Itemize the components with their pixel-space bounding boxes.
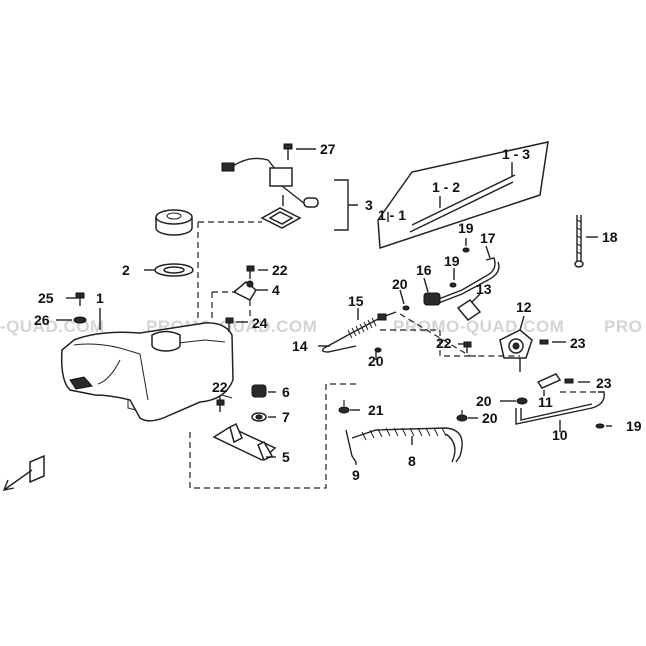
fuel-line-15 bbox=[347, 311, 397, 339]
fuel-cap bbox=[155, 209, 193, 236]
callout-labels: 27 1 - 3 1 - 2 1 - 1 3 18 19 17 2 22 4 1… bbox=[34, 141, 642, 483]
label-20a: 20 bbox=[392, 276, 408, 292]
label-2: 2 bbox=[122, 262, 130, 278]
screw-24 bbox=[225, 317, 234, 332]
clamp-19-b bbox=[449, 282, 457, 288]
washer-26 bbox=[73, 316, 87, 324]
leader-lines bbox=[56, 148, 612, 465]
group-bracket-3 bbox=[334, 179, 358, 231]
assembly-lines bbox=[189, 221, 598, 489]
tank-panel bbox=[377, 141, 549, 250]
clip-4 bbox=[232, 280, 257, 301]
label-1-3: 1 - 3 bbox=[502, 146, 530, 162]
lever-11 bbox=[536, 373, 562, 389]
clamp-19-c bbox=[595, 423, 605, 429]
watermark-text-3: PROMO-QUAD.COM bbox=[393, 317, 564, 336]
label-9: 9 bbox=[352, 467, 360, 483]
label-17: 17 bbox=[480, 230, 496, 246]
watermark-text-4: PRO bbox=[604, 317, 642, 336]
filter-16 bbox=[423, 292, 441, 306]
clamp-20-right bbox=[516, 397, 528, 405]
label-19a: 19 bbox=[458, 220, 474, 236]
mount-bracket-5 bbox=[212, 422, 277, 462]
label-3: 3 bbox=[365, 197, 373, 213]
label-22a: 22 bbox=[272, 262, 288, 278]
label-10: 10 bbox=[552, 427, 568, 443]
label-15: 15 bbox=[348, 293, 364, 309]
fuel-hose-8 bbox=[345, 427, 463, 463]
fuel-cock-12 bbox=[499, 329, 533, 372]
clamp-20-mid bbox=[374, 305, 410, 353]
label-1-2: 1 - 2 bbox=[432, 179, 460, 195]
screw-22-low bbox=[216, 399, 225, 412]
label-6: 6 bbox=[282, 384, 290, 400]
label-24: 24 bbox=[252, 315, 268, 331]
label-19c: 19 bbox=[626, 418, 642, 434]
front-direction-icon bbox=[2, 454, 45, 491]
hose-14 bbox=[321, 334, 357, 353]
label-25: 25 bbox=[38, 290, 54, 306]
screw-23-a bbox=[539, 339, 549, 345]
bracket-13 bbox=[456, 299, 482, 321]
label-19b: 19 bbox=[444, 253, 460, 269]
label-20b: 20 bbox=[368, 353, 384, 369]
label-26: 26 bbox=[34, 312, 50, 328]
label-14: 14 bbox=[292, 338, 308, 354]
label-18: 18 bbox=[602, 229, 618, 245]
rubber-6 bbox=[251, 384, 267, 398]
label-1: 1 bbox=[96, 290, 104, 306]
label-23b: 23 bbox=[596, 375, 612, 391]
label-22c: 22 bbox=[212, 379, 228, 395]
label-23a: 23 bbox=[570, 335, 586, 351]
screw-22-mid bbox=[463, 341, 472, 353]
watermark: -QUAD.COM PROMO-QUAD.COM PROMO-QUAD.COM … bbox=[0, 317, 642, 336]
clamp-19-a bbox=[462, 247, 470, 253]
screw-22-top bbox=[246, 265, 255, 279]
label-11: 11 bbox=[538, 394, 553, 410]
label-8: 8 bbox=[408, 453, 416, 469]
label-27: 27 bbox=[320, 141, 336, 157]
label-12: 12 bbox=[516, 299, 532, 315]
bolt-27 bbox=[283, 143, 293, 160]
clamp-21 bbox=[338, 406, 350, 414]
label-20d: 20 bbox=[482, 410, 498, 426]
bolt-25 bbox=[75, 292, 85, 306]
breather-hose-17 bbox=[435, 257, 500, 305]
watermark-text-1: -QUAD.COM bbox=[0, 317, 105, 336]
label-5: 5 bbox=[282, 449, 290, 465]
label-4: 4 bbox=[272, 282, 280, 298]
label-7: 7 bbox=[282, 409, 290, 425]
hose-10 bbox=[515, 391, 605, 425]
screw-23-b bbox=[564, 378, 574, 384]
label-20c: 20 bbox=[476, 393, 492, 409]
cap-gasket bbox=[154, 263, 194, 277]
label-1-1: 1 - 1 bbox=[378, 207, 406, 223]
label-13: 13 bbox=[476, 281, 492, 297]
label-21: 21 bbox=[368, 402, 384, 418]
strap-18 bbox=[574, 215, 584, 268]
fuel-sender bbox=[221, 157, 319, 229]
fuel-tank bbox=[60, 322, 234, 422]
label-22b: 22 bbox=[436, 335, 452, 351]
label-16: 16 bbox=[416, 262, 432, 278]
collar-7 bbox=[251, 412, 267, 422]
